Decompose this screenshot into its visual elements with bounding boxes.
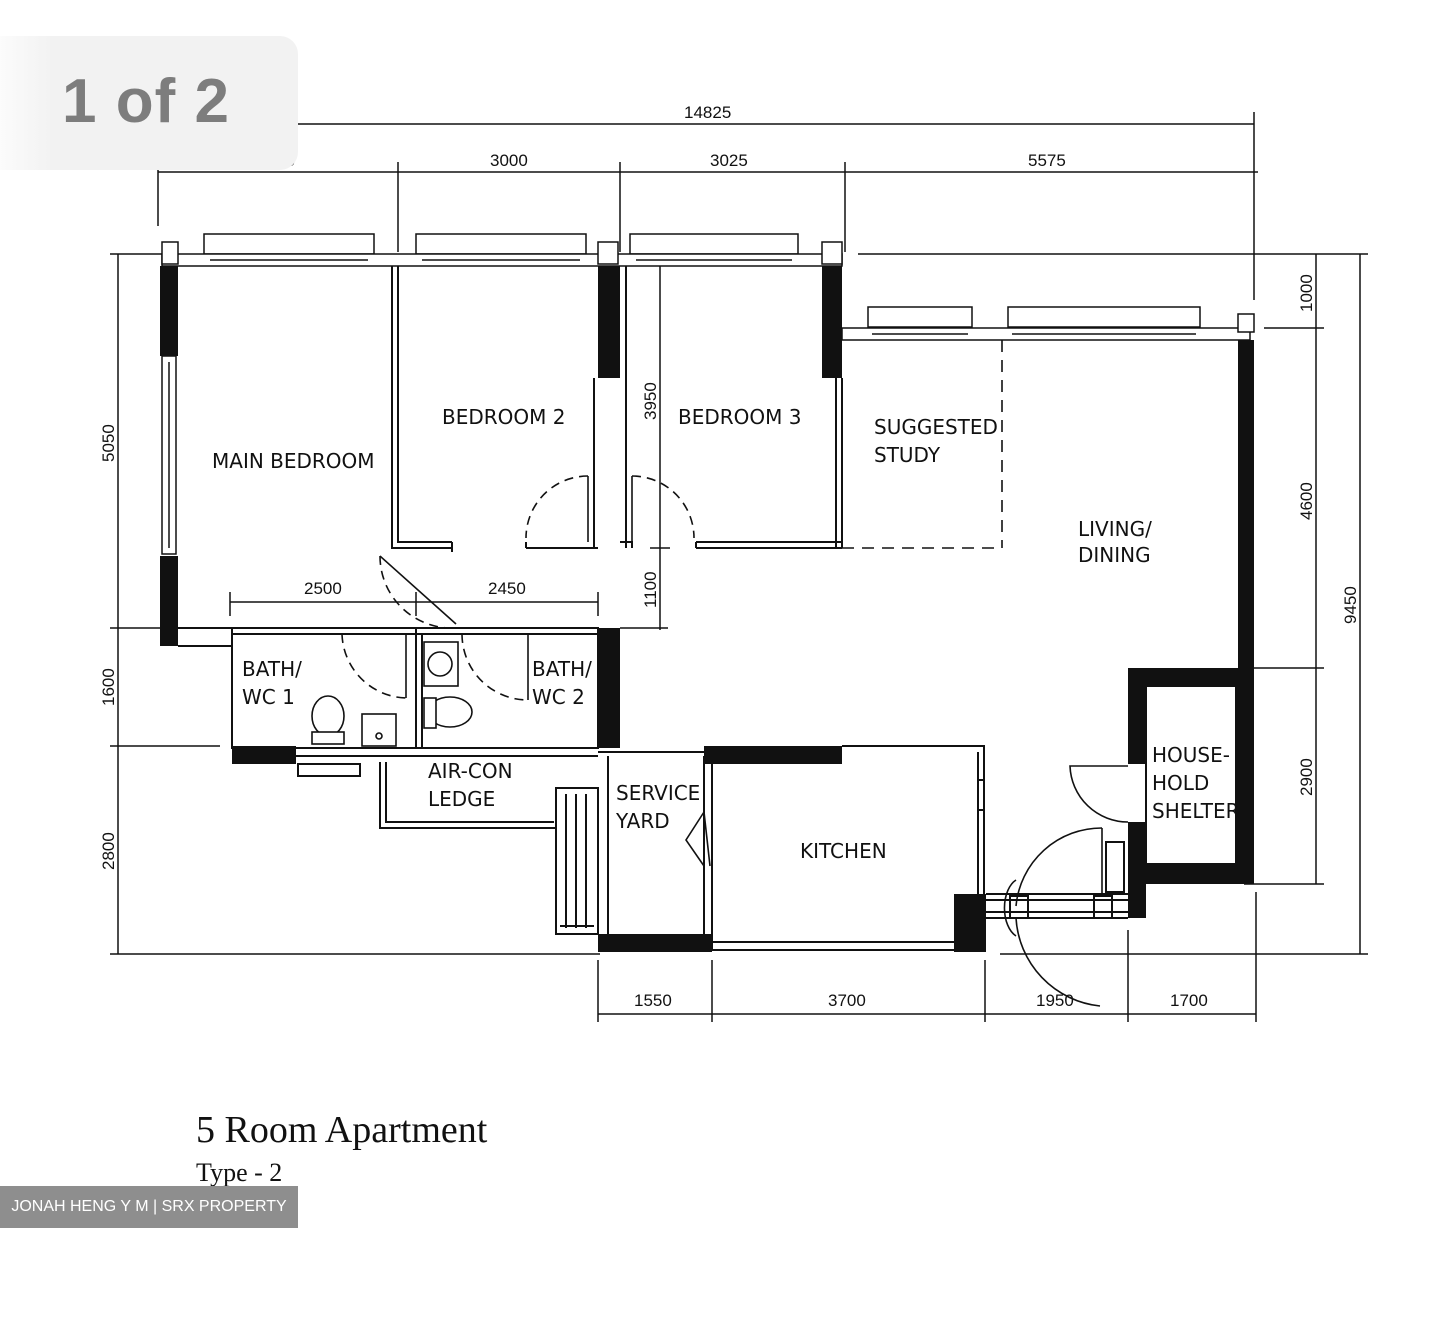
label-service-line2: YARD <box>615 809 670 833</box>
dimension-lines <box>110 112 1368 1022</box>
label-bath2-line2: WC 2 <box>532 685 585 709</box>
dim-right-mid: 4600 <box>1297 482 1316 520</box>
dim-bottom-3: 1950 <box>1036 991 1074 1010</box>
dim-top-seg-3: 3025 <box>710 151 748 170</box>
label-aircon-line2: LEDGE <box>428 787 495 811</box>
label-study-line2: STUDY <box>874 443 941 467</box>
dimension-labels: 14825 25 3000 3025 5575 2500 2450 1550 3… <box>99 103 1360 1010</box>
dim-top-seg-2: 3000 <box>490 151 528 170</box>
label-shelter-line2: HOLD <box>1152 771 1209 795</box>
label-bath1-line2: WC 1 <box>242 685 295 709</box>
label-living-line1: LIVING/ <box>1078 517 1152 541</box>
image-counter-badge: 1 of 2 <box>0 36 298 170</box>
dim-bottom-1: 1550 <box>634 991 672 1010</box>
image-counter-text: 1 of 2 <box>62 67 230 136</box>
label-main-bedroom: MAIN BEDROOM <box>212 449 375 473</box>
dim-left-upper: 5050 <box>99 424 118 462</box>
dim-bath2-width: 2450 <box>488 579 526 598</box>
walls-thin <box>178 266 1237 951</box>
dim-left-mid: 1600 <box>99 668 118 706</box>
dim-left-lower: 2800 <box>99 832 118 870</box>
label-aircon-line1: AIR-CON <box>428 759 513 783</box>
dim-top-seg-4: 5575 <box>1028 151 1066 170</box>
dim-overall-depth: 9450 <box>1341 586 1360 624</box>
label-shelter-line1: HOUSE- <box>1152 743 1230 767</box>
room-labels: MAIN BEDROOM BEDROOM 2 BEDROOM 3 SUGGEST… <box>212 405 1240 863</box>
label-bath1-line1: BATH/ <box>242 657 302 681</box>
watermark-credit: JONAH HENG Y M | SRX PROPERTY <box>0 1186 298 1228</box>
toilet-1-icon <box>311 695 345 737</box>
label-service-line1: SERVICE <box>616 781 700 805</box>
label-kitchen: KITCHEN <box>800 839 887 863</box>
windows <box>161 233 1255 555</box>
label-bedroom-2: BEDROOM 2 <box>442 405 565 429</box>
dim-bottom-2: 3700 <box>828 991 866 1010</box>
dim-right-top: 1000 <box>1297 274 1316 312</box>
dim-bottom-4: 1700 <box>1170 991 1208 1010</box>
doors-and-dashed <box>341 340 1129 1007</box>
dim-bath1-width: 2500 <box>304 579 342 598</box>
dim-right-lower: 2900 <box>1297 758 1316 796</box>
dim-bed3-depth: 3950 <box>641 382 660 420</box>
basin-1-icon <box>361 713 397 747</box>
label-living-line2: DINING <box>1078 543 1151 567</box>
label-study-line1: SUGGESTED <box>874 415 998 439</box>
label-shelter-line3: SHELTER <box>1152 799 1240 823</box>
bathroom-fixtures <box>311 641 473 747</box>
label-bedroom-3: BEDROOM 3 <box>678 405 801 429</box>
dim-corridor: 1100 <box>641 571 660 608</box>
plan-subtitle: Type - 2 <box>196 1158 283 1187</box>
label-bath2-line1: BATH/ <box>532 657 592 681</box>
walls-solid <box>160 266 1254 952</box>
dim-overall-width: 14825 <box>684 103 731 122</box>
plan-title: 5 Room Apartment <box>196 1109 488 1151</box>
